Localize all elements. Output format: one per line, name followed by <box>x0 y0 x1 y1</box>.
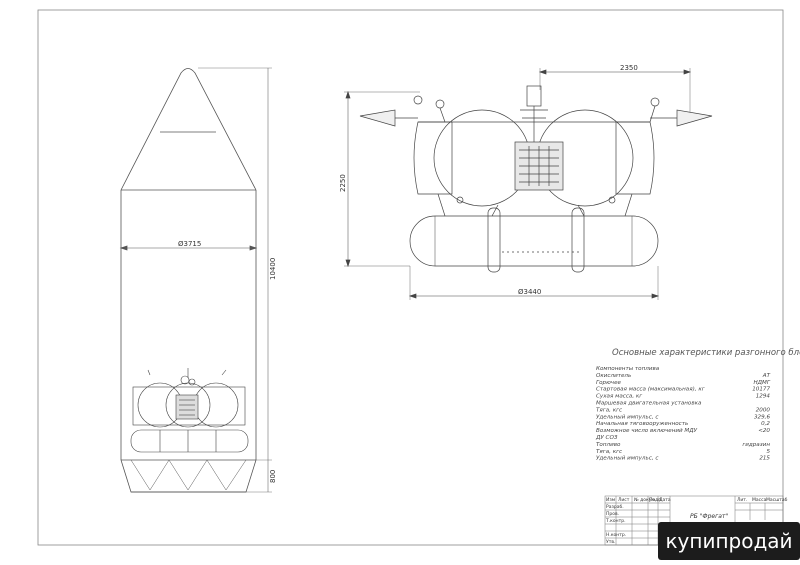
spec-row-value: 10177 <box>752 387 770 393</box>
spec-row-label: Тяга, кгс <box>596 407 622 413</box>
tb-label-date: Дата <box>659 497 671 503</box>
tb-label-mass: Масса <box>752 497 767 503</box>
spec-row-value: 215 <box>759 456 770 462</box>
fairing-nose <box>120 68 257 191</box>
tb-label-docnum: № докум. <box>634 497 656 503</box>
spec-row-label: Окислитель <box>596 373 631 379</box>
spec-row-label: Сухая масса, кг <box>596 394 642 400</box>
spec-row-value: гидразин <box>742 442 770 448</box>
stage-diameter-label: Ø3440 <box>518 288 541 296</box>
spec-row-value: 329,6 <box>754 414 770 420</box>
spec-row-label: Топливо <box>596 442 621 448</box>
fairing-height-label: 10400 <box>269 258 277 280</box>
tb-label-prov: Пров. <box>606 511 619 517</box>
tb-label-list: Лист <box>618 497 630 503</box>
spec-row-value: 1294 <box>756 394 771 400</box>
tb-label-tkontr: Т.контр. <box>605 518 626 524</box>
adapter-height-label: 800 <box>269 470 277 483</box>
spec-row-value: <20 <box>758 428 770 434</box>
tb-label-razrab: Разраб. <box>606 504 624 510</box>
spec-row-label: ДУ СОЗ <box>595 435 618 441</box>
tb-label-nkontr: Н.контр. <box>606 532 626 538</box>
tb-label-lit: Лит. <box>737 497 747 503</box>
spec-row-value: НДМГ <box>753 380 770 386</box>
stage-inside-fairing <box>130 368 249 453</box>
spec-row-label: Возможное число включений МДУ <box>596 428 698 434</box>
specs-title: Основные характеристики разгонного блока <box>612 348 800 358</box>
stage-height-label: 2250 <box>339 174 347 192</box>
spec-row-value: 0,2 <box>761 421 770 427</box>
spec-row-value: АТ <box>762 373 771 379</box>
sheet-frame <box>37 9 784 546</box>
spec-row-label: Тяга, кгс <box>596 449 622 455</box>
spec-row-label: Компоненты топлива <box>596 366 660 372</box>
spec-row-value: 2000 <box>756 407 771 413</box>
tb-label-scale: Масштаб <box>766 497 788 503</box>
spec-row-label: Удельный импульс, с <box>596 456 658 462</box>
spec-row-label: Маршевая двигательная установка <box>596 401 702 407</box>
tb-label-utv: Утв. <box>606 539 615 545</box>
spec-row-label: Горючее <box>596 380 622 386</box>
spec-row-label: Стартовая масса (максимальная), кг <box>596 387 705 393</box>
spec-row-label: Начальная тяговооруженность <box>596 421 688 427</box>
title-block-name: РБ "Фрегат" <box>690 513 728 520</box>
spec-row-value: 5 <box>766 449 770 455</box>
tb-label-sign: Подп. <box>649 497 663 503</box>
stage-side-view <box>344 68 713 300</box>
tb-label-izm: Изм <box>606 497 615 503</box>
fairing-diameter-label: Ø3715 <box>178 240 201 248</box>
spacing-dimension-label: 2350 <box>620 64 638 72</box>
spec-row-label: Удельный импульс, с <box>596 414 658 420</box>
fairing-view <box>119 67 272 493</box>
watermark-badge: купипродай <box>658 522 800 560</box>
